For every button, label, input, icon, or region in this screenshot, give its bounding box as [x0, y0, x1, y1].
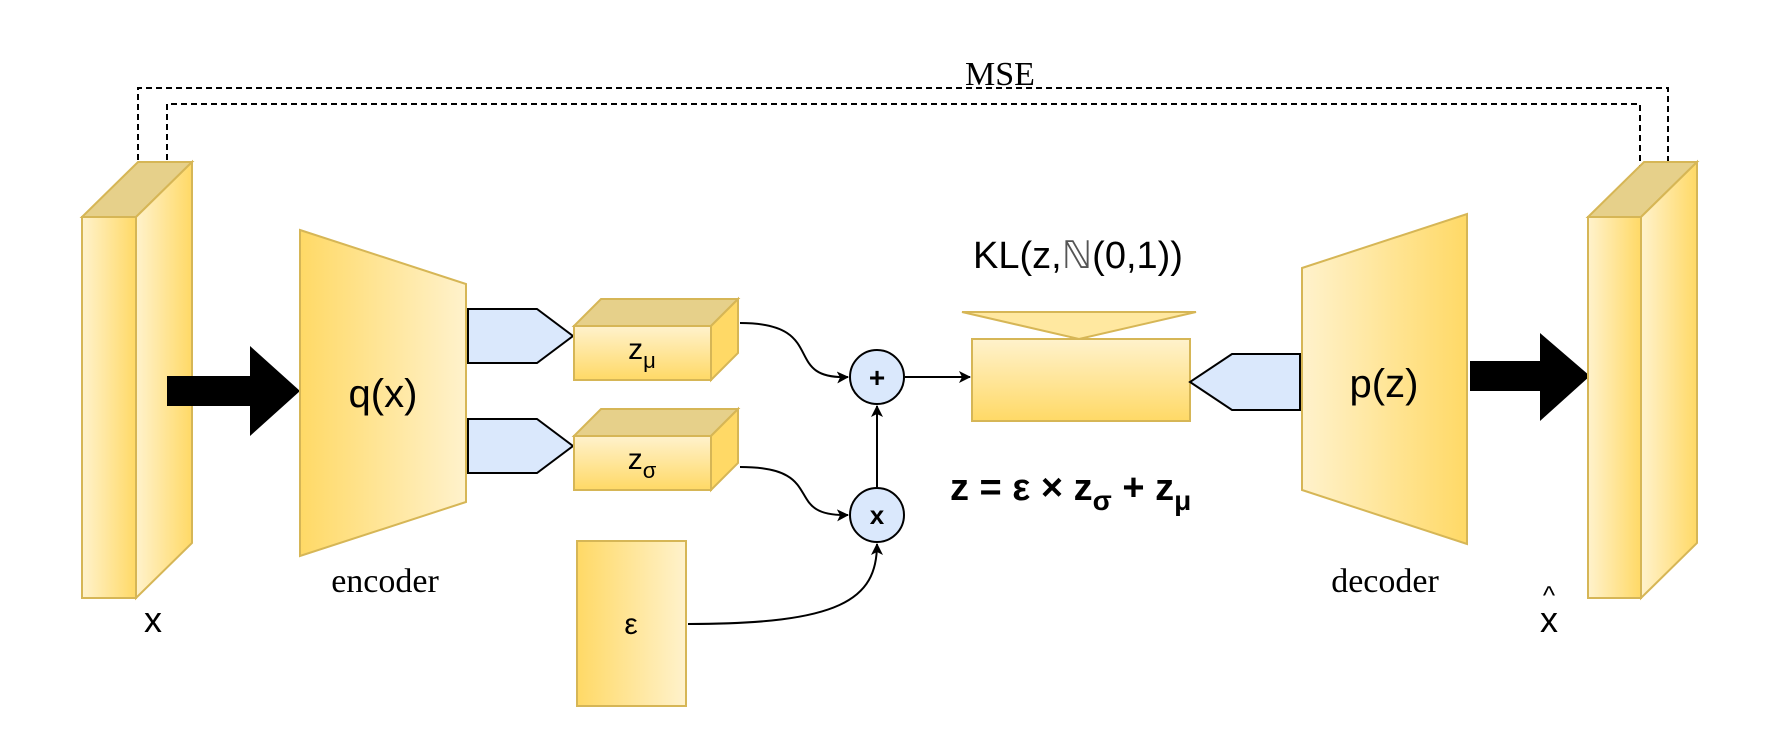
z-mu-subscript: μ	[643, 348, 656, 373]
input-to-encoder-arrow	[167, 346, 300, 436]
decoder-input-connector	[1188, 353, 1301, 411]
input-block	[79, 159, 195, 601]
output-hat: ^	[1543, 580, 1556, 610]
plus-node	[849, 349, 905, 405]
epsilon-block	[576, 540, 687, 707]
z-mu-base: z	[628, 333, 643, 366]
latent-z-block	[971, 338, 1191, 422]
decoder-label: decoder	[1331, 563, 1439, 600]
z-sigma-to-times-arrow	[739, 466, 849, 522]
equation-mu-subscript: μ	[1174, 485, 1191, 516]
equation-sigma-subscript: σ	[1093, 485, 1112, 516]
encoder-block	[299, 228, 467, 558]
encoder-label: encoder	[331, 563, 439, 600]
times-node-label: x	[870, 500, 885, 530]
decoder-to-output-arrow	[1470, 333, 1590, 421]
reparam-equation: z = ε × zσ + zμ	[950, 467, 1191, 516]
z-mu-block	[571, 296, 741, 383]
encoder-mu-connector	[467, 308, 575, 364]
z-mu-to-plus-arrow	[739, 322, 849, 384]
kl-prefix: KL(z,	[973, 235, 1062, 277]
input-label: x	[144, 599, 162, 640]
mse-connector	[137, 87, 1669, 170]
z-sigma-base: z	[628, 443, 643, 476]
output-block	[1585, 159, 1700, 601]
z-mu-label: zμ	[628, 333, 656, 373]
z-sigma-subscript: σ	[643, 458, 657, 483]
mse-label: MSE	[965, 56, 1035, 93]
decoder-function-label: p(z)	[1350, 362, 1419, 406]
encoder-sigma-connector	[467, 418, 575, 474]
kl-triangle	[961, 311, 1197, 341]
equation-plus-z: + z	[1112, 467, 1174, 509]
encoder-function-label: q(x)	[349, 372, 418, 416]
epsilon-to-times-arrow	[687, 543, 883, 625]
kl-label: KL(z,ℕ(0,1))	[973, 235, 1183, 277]
plus-node-label: +	[869, 362, 885, 393]
decoder-block	[1301, 212, 1468, 546]
equation-lhs: z = ε × z	[950, 467, 1093, 509]
z-sigma-label: zσ	[628, 443, 657, 483]
z-sigma-block	[571, 406, 741, 493]
epsilon-label: ε	[624, 608, 637, 641]
kl-normal-set: ℕ	[1062, 235, 1092, 277]
kl-suffix: (0,1))	[1092, 235, 1183, 277]
output-label: x	[1540, 599, 1558, 640]
times-node	[849, 487, 905, 543]
